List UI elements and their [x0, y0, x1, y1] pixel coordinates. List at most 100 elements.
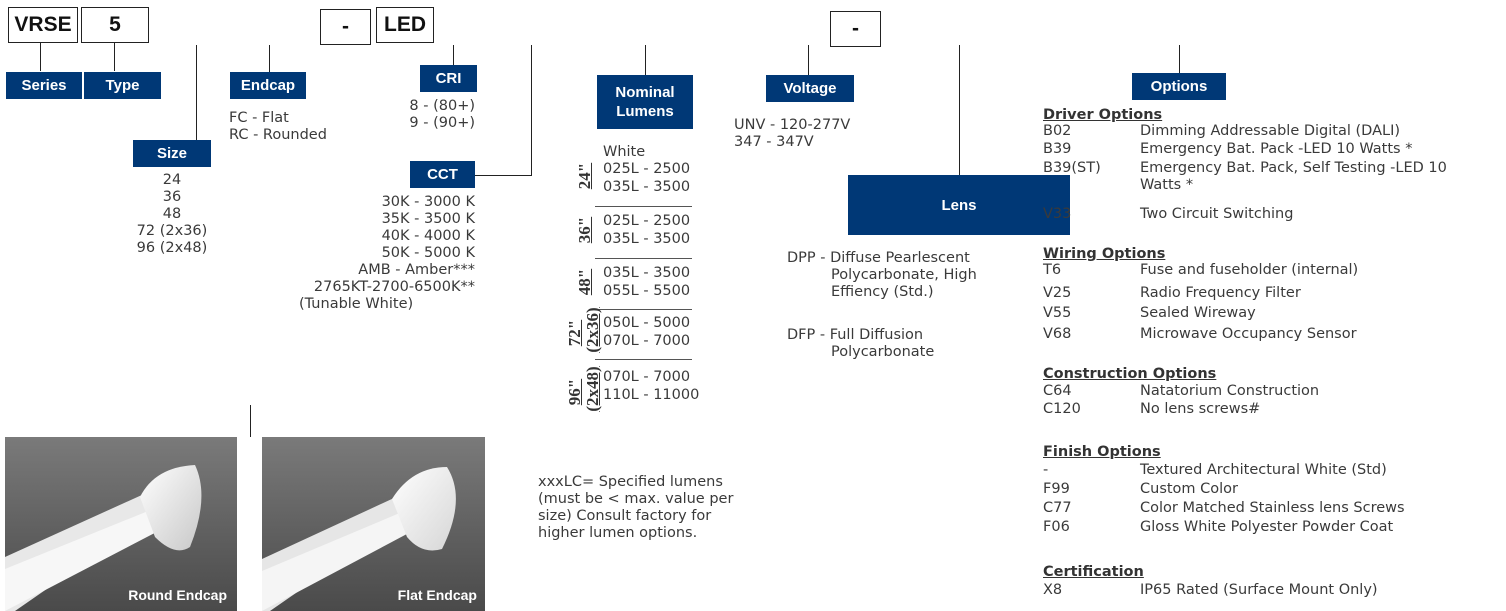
lumens-note-line: (must be < max. value per: [538, 491, 734, 507]
options-section-title: Wiring Options: [1043, 246, 1166, 262]
option-desc: Textured Architectural White (Std): [1140, 462, 1387, 478]
option-code: B39(ST): [1043, 160, 1101, 176]
cri-item: 8 - (80+): [409, 98, 475, 114]
option-code: F06: [1043, 519, 1070, 535]
code-box-led: LED: [376, 7, 434, 43]
code-box-series: VRSE: [8, 7, 78, 43]
lumens-size-label: (2x36): [583, 307, 602, 353]
header-size: Size: [133, 140, 211, 167]
option-desc: Microwave Occupancy Sensor: [1140, 326, 1357, 342]
option-desc: Sealed Wireway: [1140, 305, 1256, 321]
header-lens: Lens: [848, 175, 1070, 235]
option-code: B02: [1043, 123, 1072, 139]
lumens-row: 035L - 3500: [603, 265, 691, 281]
option-code: X8: [1043, 582, 1063, 598]
lumens-row: 050L - 5000: [603, 315, 691, 331]
connector-cct: [531, 45, 532, 175]
size-item: 72 (2x36): [136, 223, 208, 239]
lumens-row: 070L - 7000: [603, 369, 691, 385]
option-desc: Custom Color: [1140, 481, 1239, 497]
lens-line: Effiency (Std.): [831, 284, 934, 300]
header-cri: CRI: [420, 65, 477, 92]
connector-series: [40, 43, 41, 71]
header-nominal-lumens: Nominal Lumens: [597, 75, 693, 129]
lumens-size-label: 24": [575, 162, 594, 190]
option-desc: Watts *: [1140, 177, 1194, 193]
header-nominal-line2: Lumens: [616, 103, 674, 120]
header-nominal-line1: Nominal: [615, 84, 675, 101]
size-list: 24 36 48 72 (2x36) 96 (2x48): [132, 172, 212, 257]
option-desc: Natatorium Construction: [1140, 383, 1320, 399]
round-endcap-photo: Round Endcap: [5, 437, 237, 611]
cct-item: 40K - 4000 K: [381, 228, 475, 244]
option-code: V68: [1043, 326, 1072, 342]
option-code: F99: [1043, 481, 1070, 497]
connector-voltage: [808, 45, 809, 75]
option-desc: Color Matched Stainless lens Screws: [1140, 500, 1405, 516]
option-desc: Emergency Bat. Pack, Self Testing -LED 1…: [1140, 160, 1447, 176]
connector-cri: [453, 45, 454, 65]
lens-line: Polycarbonate: [831, 344, 935, 360]
option-code: -: [1043, 462, 1049, 478]
header-cct: CCT: [410, 161, 475, 188]
option-desc: Two Circuit Switching: [1140, 206, 1294, 222]
option-code: C64: [1043, 383, 1072, 399]
cct-item: AMB - Amber***: [358, 262, 475, 278]
connector-cct-h: [475, 175, 532, 176]
lumens-note-line: size) Consult factory for: [538, 508, 712, 524]
cct-item: 35K - 3500 K: [381, 211, 475, 227]
lumens-row: 110L - 11000: [603, 387, 700, 403]
lens-line: DFP - Full Diffusion: [787, 327, 924, 343]
code-box-type: 5: [81, 7, 149, 43]
lumens-note: xxxLC= Specified lumens (must be < max. …: [538, 474, 733, 542]
cri-item: 9 - (90+): [409, 115, 475, 131]
cct-item: 2765KT-2700-6500K**: [313, 279, 475, 295]
option-code: T6: [1043, 262, 1062, 278]
cct-list: 30K - 3000 K 35K - 3500 K 40K - 4000 K 5…: [290, 194, 475, 313]
cct-item: (Tunable White): [299, 296, 414, 312]
size-item: 24: [162, 172, 182, 188]
lumens-note-line: higher lumen options.: [538, 525, 698, 541]
endcap-item: RC - Rounded: [229, 127, 327, 143]
voltage-item: 347 - 347V: [734, 134, 814, 150]
connector-photo: [250, 405, 251, 437]
header-type: Type: [84, 72, 161, 99]
connector-options: [1179, 45, 1180, 73]
option-code: B39: [1043, 141, 1072, 157]
cct-item: 50K - 5000 K: [381, 245, 475, 261]
lens-item-dfp: DFP - Full Diffusion Polycarbonate: [787, 327, 934, 361]
lens-line: DPP - Diffuse Pearlescent: [787, 250, 970, 266]
round-endcap-illustration: [5, 437, 237, 611]
options-section-title: Construction Options: [1043, 366, 1217, 382]
option-desc: IP65 Rated (Surface Mount Only): [1140, 582, 1378, 598]
option-code: V33: [1043, 206, 1072, 222]
flat-endcap-photo: Flat Endcap: [262, 437, 485, 611]
option-code: V55: [1043, 305, 1072, 321]
connector-type: [114, 43, 115, 71]
lumens-row: 025L - 2500: [603, 161, 691, 177]
option-code: V25: [1043, 285, 1072, 301]
size-item: 48: [162, 206, 182, 222]
option-desc: Emergency Bat. Pack -LED 10 Watts *: [1140, 141, 1413, 157]
header-series: Series: [6, 72, 82, 99]
lumens-divider: [595, 309, 692, 310]
option-desc: No lens screws#: [1140, 401, 1261, 417]
lumens-divider: [595, 206, 692, 207]
option-code: C77: [1043, 500, 1072, 516]
lumens-size-label: 36": [575, 216, 594, 244]
connector-lens: [959, 45, 960, 175]
option-desc: Dimming Addressable Digital (DALI): [1140, 123, 1401, 139]
header-endcap: Endcap: [230, 72, 306, 99]
option-code: C120: [1043, 401, 1081, 417]
cct-item: 30K - 3000 K: [381, 194, 475, 210]
voltage-list: UNV - 120-277V 347 - 347V: [734, 117, 850, 151]
cri-list: 8 - (80+) 9 - (90+): [380, 98, 475, 132]
endcap-item: FC - Flat: [229, 110, 289, 126]
connector-endcap: [269, 45, 270, 72]
lumens-size-label: (2x48): [583, 366, 602, 412]
option-desc: Gloss White Polyester Powder Coat: [1140, 519, 1394, 535]
connector-lumens: [645, 45, 646, 75]
lumens-divider: [595, 258, 692, 259]
size-item: 36: [162, 189, 182, 205]
option-desc: Radio Frequency Filter: [1140, 285, 1301, 301]
